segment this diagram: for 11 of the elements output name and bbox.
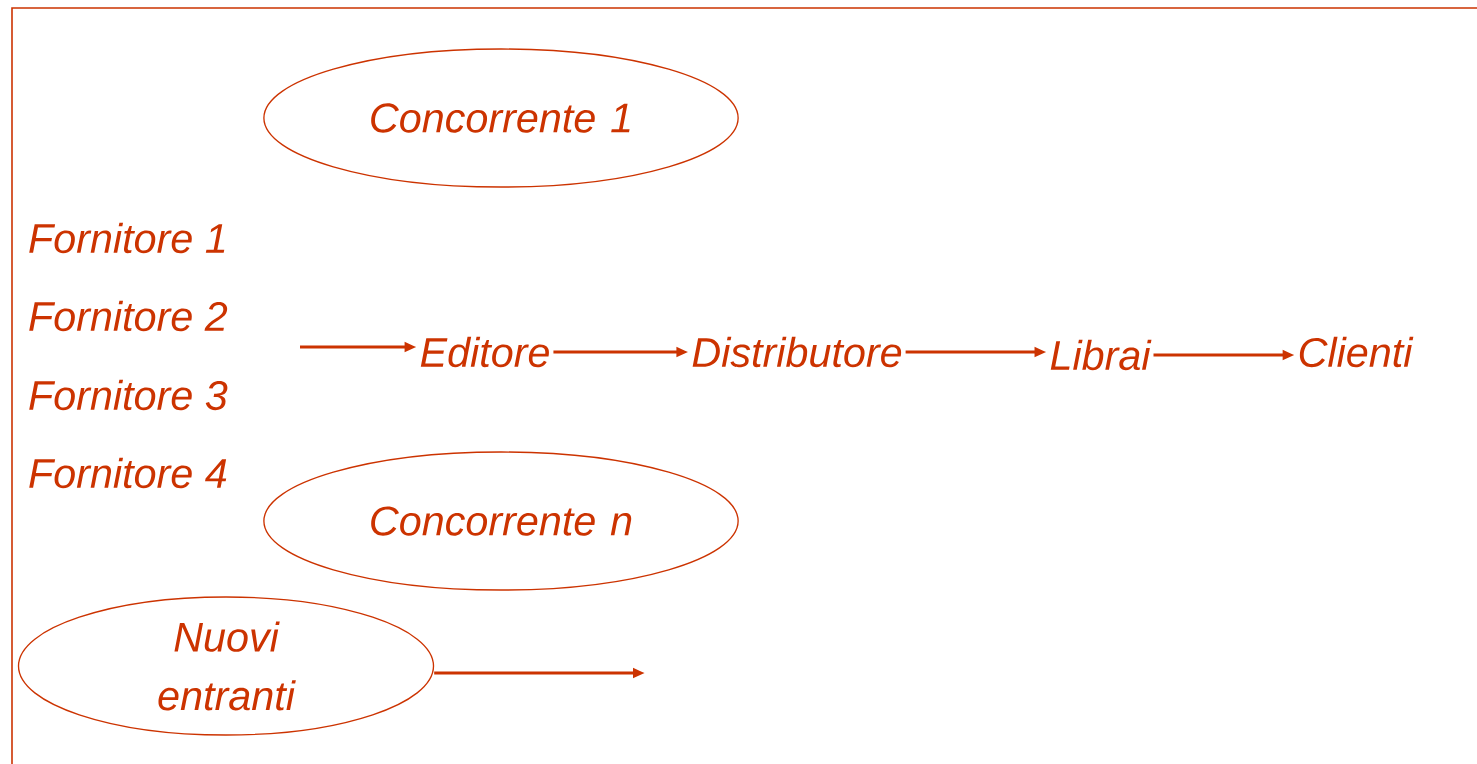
text-label: Librai bbox=[1050, 339, 1152, 371]
ellipse-node: Nuovi entranti bbox=[17, 596, 435, 736]
text-label: Editore bbox=[420, 336, 549, 368]
text-label: Clienti bbox=[1299, 336, 1414, 368]
text-label: Distributore bbox=[692, 336, 902, 368]
text-label: Fornitore 2 bbox=[29, 300, 228, 332]
text-label: Fornitore 4 bbox=[29, 457, 227, 489]
text-label: Fornitore 1 bbox=[29, 222, 225, 254]
ellipse-node: Concorrente n bbox=[263, 451, 739, 591]
ellipse-node: Concorrente 1 bbox=[263, 48, 739, 188]
text-label: Fornitore 3 bbox=[29, 379, 228, 411]
